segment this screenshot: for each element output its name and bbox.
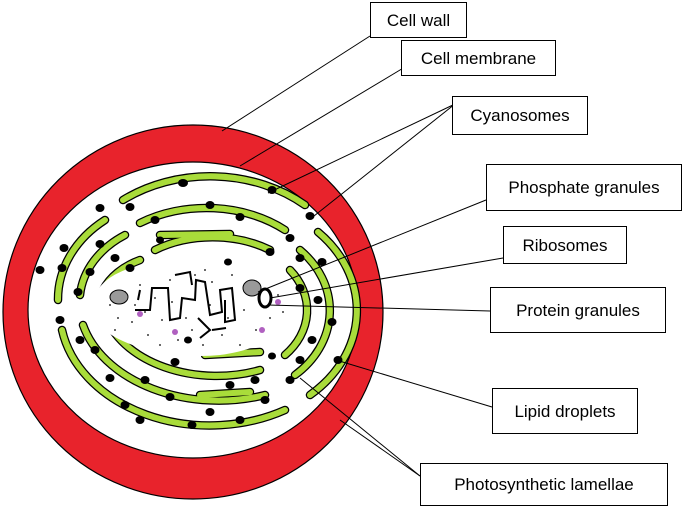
label-phosphate-granules: Phosphate granules (486, 164, 682, 211)
protein-granule (257, 287, 273, 309)
nucleoplasm-region (95, 260, 293, 356)
label-protein-granules: Protein granules (490, 287, 666, 333)
pigment-granules (137, 299, 281, 335)
leader-lines (221, 35, 504, 477)
phosphate-granules (109, 279, 262, 305)
label-ribosomes: Ribosomes (503, 226, 627, 264)
label-cell-membrane: Cell membrane (401, 40, 556, 76)
label-cyanosomes: Cyanosomes (452, 96, 588, 135)
label-cell-wall: Cell wall (370, 2, 467, 38)
lipid-droplets (35, 179, 343, 429)
label-photosynthetic-lamellae: Photosynthetic lamellae (420, 463, 668, 506)
label-lipid-droplets: Lipid droplets (492, 388, 638, 434)
dna-strand (135, 270, 237, 339)
